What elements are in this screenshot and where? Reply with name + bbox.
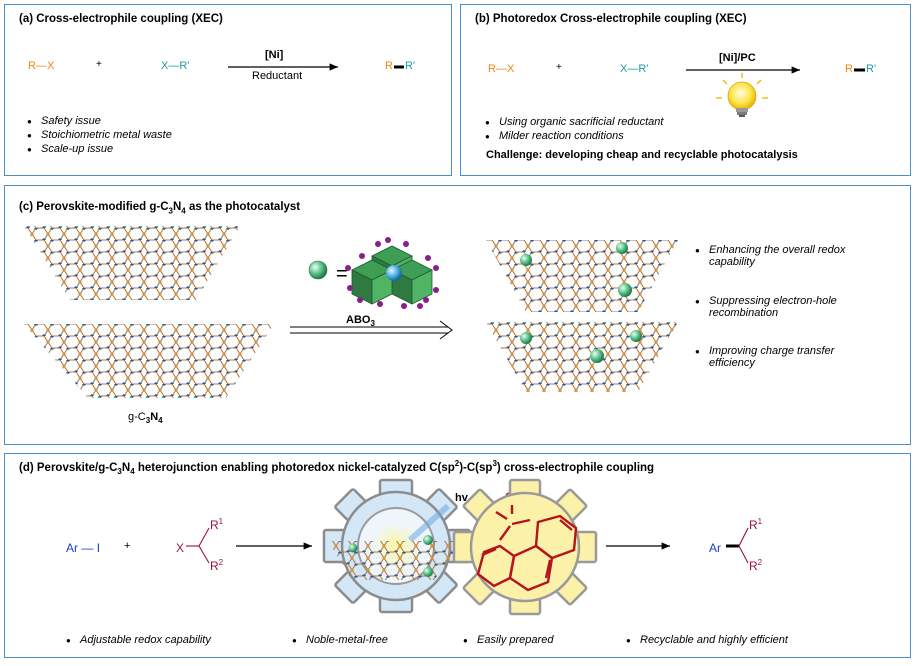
yellow-gear-icon <box>452 478 598 616</box>
lightbulb-icon <box>716 73 768 117</box>
panel-a-reactant-2: X—R' <box>161 60 190 72</box>
product-ar: Ar <box>709 541 721 555</box>
panel-b-catalyst: [Ni]/PC <box>719 52 756 64</box>
panel-b-reactant-1: R—X <box>488 63 515 75</box>
modified-sheet-bottom <box>486 322 678 392</box>
hv-label: hv <box>455 492 468 504</box>
panel-a-reactant-1: R—X <box>28 60 55 72</box>
panel-b-plus: + <box>556 62 562 73</box>
panel-d-title: (d) Perovskite/g-C3N4 heterojunction ena… <box>19 459 655 477</box>
panel-b-product-r: R <box>845 63 853 75</box>
gcn-sheet-bottom <box>24 324 274 398</box>
panel-a-catalyst: [Ni] <box>265 49 284 61</box>
panel-c-equals: = <box>336 263 348 285</box>
perovskite-structure <box>345 237 439 309</box>
panel-a-title: (a) Cross-electrophile coupling (XEC) <box>19 13 223 25</box>
panel-a-bullet: Safety issue <box>27 115 101 127</box>
product-skeleton <box>726 527 749 564</box>
alkyl-halide-skeleton <box>186 527 210 564</box>
panel-c-double-arrow <box>290 320 453 340</box>
alkyl-halide-r1: R1 <box>210 517 224 532</box>
modified-sheet-top <box>486 240 678 312</box>
gcn-label: g-C3N4 <box>128 411 163 426</box>
panel-b-product-rp: R' <box>866 63 877 75</box>
alkyl-halide-x: X <box>176 541 185 555</box>
product-r1: R1 <box>749 517 763 532</box>
panel-b <box>460 4 911 176</box>
panel-d-plus: + <box>124 540 131 552</box>
panel-d-bullet: Noble-metal-free <box>292 634 388 646</box>
panel-c-title: (c) Perovskite-modified g-C3N4 as the ph… <box>19 201 301 216</box>
panel-d-bullet: Adjustable redox capability <box>66 634 211 646</box>
blue-gear-icon <box>322 478 472 614</box>
panel-a-reductant: Reductant <box>252 70 303 82</box>
panel-b-challenge: Challenge: developing cheap and recyclab… <box>486 149 798 161</box>
panel-a-product-r: R <box>385 60 393 72</box>
a-site-sphere-icon <box>308 260 328 280</box>
panel-b-bullet: Milder reaction conditions <box>485 130 624 142</box>
panel-d-bullet: Easily prepared <box>463 634 554 646</box>
panel-b-reactant-2: X—R' <box>620 63 649 75</box>
panel-b-title: (b) Photoredox Cross-electrophile coupli… <box>475 13 747 25</box>
panel-d-bullet: Recyclable and highly efficient <box>626 634 788 646</box>
panel-a-bullet: Stoichiometric metal waste <box>27 129 172 141</box>
aryl-iodide: Ar — I <box>66 541 101 555</box>
panel-a-product-rp: R' <box>405 60 416 72</box>
panel-a-plus: + <box>96 59 102 70</box>
product-r2: R2 <box>749 558 763 573</box>
gcn-sheet-top <box>24 226 240 300</box>
alkyl-halide-r2: R2 <box>210 558 224 573</box>
panel-b-bullet: Using organic sacrificial reductant <box>485 116 664 128</box>
panel-a-bullet: Scale-up issue <box>27 143 113 155</box>
ni-complex <box>476 505 578 592</box>
abo3-label: ABO3 <box>346 314 375 329</box>
